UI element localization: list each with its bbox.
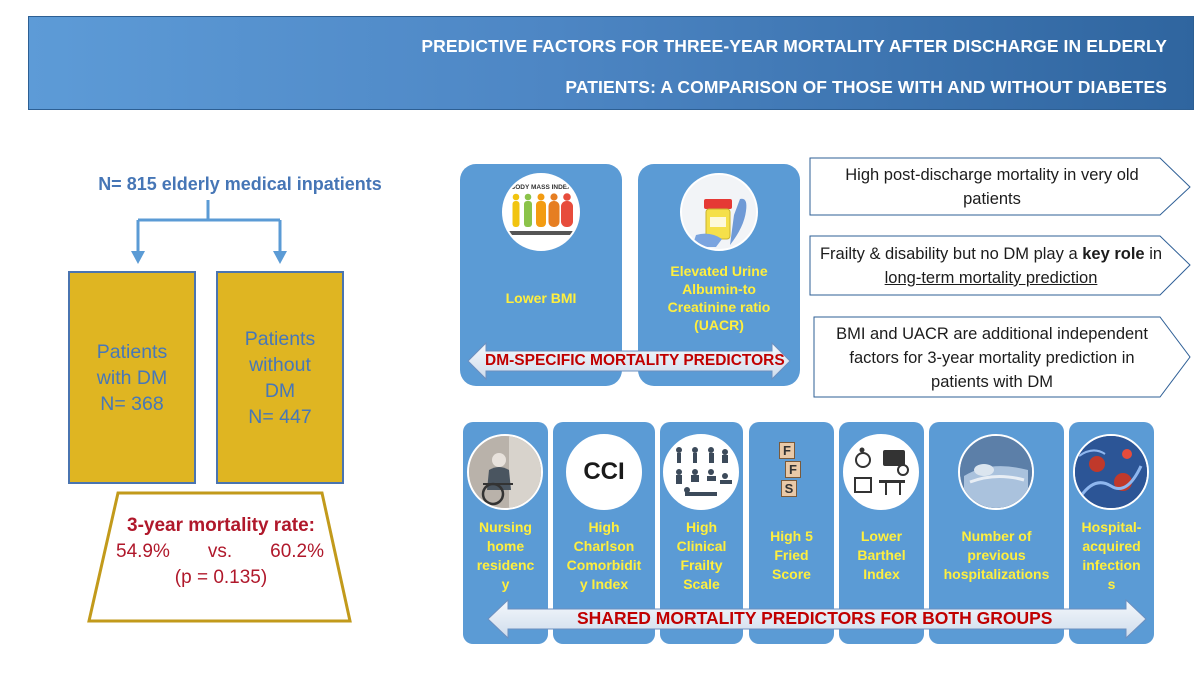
urine-sample-icon [680,173,758,251]
charlson-label-4: y Index [579,576,629,592]
nursing-label-4: y [501,576,510,592]
infections-label: Hospital- acquired infection s [1069,518,1154,594]
nursing-label-3: residenc [476,557,535,573]
barthel-label-1: Lower [860,528,903,544]
bmi-image-caption: BODY MASS INDEX [511,184,573,191]
nodm-group-line-1: Patients [244,327,316,350]
uacr-label: Elevated Urine Albumin-to Creatinine rat… [638,262,800,334]
hospitalizations-label: Number of previous hospitalizations [929,527,1064,584]
shared-label: SHARED MORTALITY PREDICTORS FOR BOTH GRO… [577,608,1053,628]
fried-label-2: Fried [774,547,809,563]
frailty-label-4: Scale [683,576,720,592]
bmi-silhouettes-icon: BODY MASS INDEX [502,173,580,251]
disability-icons-icon [843,434,919,510]
finding-callout-3 [813,316,1191,398]
nursing-label-1: Nursing [479,519,532,535]
nodm-group-box: Patients without DM N= 447 [216,271,344,484]
finding-2-part1: Frailty & disability but no DM play a [819,245,1083,263]
frailty-label-1: High [685,519,718,535]
barthel-label: Lower Barthel Index [839,527,924,584]
charlson-label-3: Comorbidit [566,557,642,573]
fried-letter-3: S [781,480,797,497]
uacr-label-line-2: Albumin-to [682,281,756,297]
finding-2-bold-key: key [1082,245,1110,263]
mortality-title: 3-year mortality rate: [127,515,315,536]
finding-2-underline: long-term mortality prediction [884,269,1098,287]
mortality-summary: 3-year mortality rate: 54.9% vs. 60.2% (… [96,513,346,591]
shared-card-fried [749,422,834,644]
fried-blocks-icon: F F S [777,442,807,498]
nodm-group-line-2: without [249,353,311,376]
mortality-trapezoid [87,491,352,623]
fried-letter-1: F [779,442,795,459]
finding-1-text: High post-discharge mortality in very ol… [845,166,1139,208]
title-banner: PREDICTIVE FACTORS FOR THREE-YEAR MORTAL… [28,16,1194,110]
cohort-connector [136,200,282,252]
charlson-label-1: High [588,519,620,535]
finding-2-part2: in [1144,245,1163,263]
uacr-label-line-3: Creatinine ratio [667,299,771,315]
frailty-label: High Clinical Frailty Scale [660,518,743,594]
title-line-1: PREDICTIVE FACTORS FOR THREE-YEAR MORTAL… [421,36,1167,56]
nodm-group-count: N= 447 [248,405,312,428]
hospitalizations-label-2: previous [967,547,1026,563]
fried-label-1: High 5 [770,528,813,544]
cci-icon: CCI [566,434,642,510]
dm-group-count: N= 368 [100,392,164,415]
cci-icon-text: CCI [583,458,625,485]
frailty-label-2: Clinical [676,538,727,554]
uacr-label-line-4: (UACR) [694,317,744,333]
finding-3-text: BMI and UACR are additional independent … [836,325,1148,391]
hospitalizations-label-3: hospitalizations [943,566,1050,582]
vs-text: vs. [207,541,233,562]
frailty-label-3: Frailty [680,557,723,573]
frailty-scale-icon [663,434,739,510]
infections-label-2: acquired [1082,538,1141,554]
nodm-group-line-3: DM [264,379,296,402]
hospital-bed-icon [958,434,1034,510]
bmi-label: Lower BMI [505,290,577,306]
charlson-label: High Charlson Comorbidit y Index [553,518,655,594]
nodm-mortality-rate: 60.2% [270,541,324,562]
p-value: (p = 0.135) [174,567,268,588]
wheelchair-elderly-icon [467,434,543,510]
dm-group-line-1: Patients [96,340,168,363]
bacteria-icon [1073,434,1149,510]
finding-2-bold-role: role [1114,245,1145,263]
nursing-label-2: home [486,538,525,554]
charlson-label-2: Charlson [573,538,635,554]
arrow-to-nodm [273,251,287,264]
infections-label-1: Hospital- [1081,519,1142,535]
title-line-2: PATIENTS: A COMPARISON OF THOSE WITH AND… [565,77,1167,97]
finding-callout-2 [809,235,1191,296]
cohort-total: N= 815 elderly medical inpatients [98,174,382,194]
hospitalizations-label-1: Number of [961,528,1032,544]
nursing-home-label: Nursing home residenc y [463,518,548,594]
dm-mortality-rate: 54.9% [116,541,170,562]
dm-specific-label: DM-SPECIFIC MORTALITY PREDICTORS [485,352,785,369]
uacr-label-line-1: Elevated Urine [670,263,768,279]
fried-label: High 5 Fried Score [749,527,834,584]
fried-label-3: Score [772,566,811,582]
arrow-to-dm [131,251,145,264]
barthel-label-3: Index [863,566,900,582]
finding-2-text: Frailty & disability but no DM play a ke… [816,242,1166,290]
finding-callout-1 [809,157,1191,216]
barthel-label-2: Barthel [857,547,906,563]
infections-label-3: infection [1082,557,1141,573]
fried-letter-2: F [785,461,801,478]
dm-group-line-2: with DM [96,366,168,389]
dm-group-box: Patients with DM N= 368 [68,271,196,484]
infections-label-4: s [1107,576,1116,592]
